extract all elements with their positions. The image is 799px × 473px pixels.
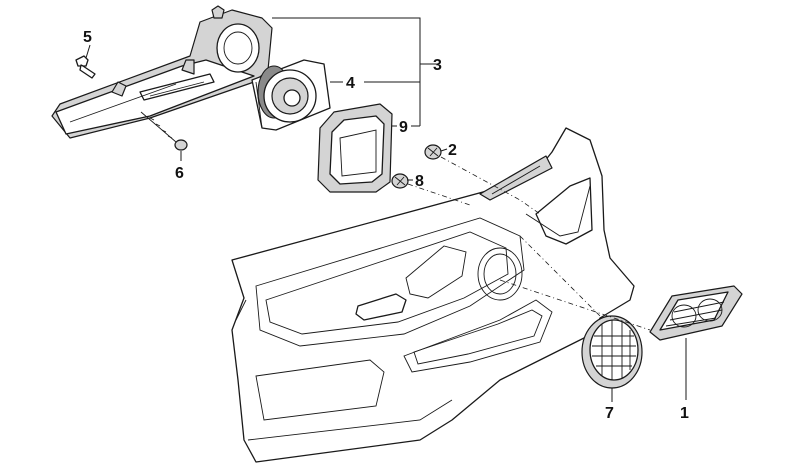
door-trim-panel [231, 127, 635, 463]
callout-3: 3 [433, 57, 442, 74]
clip [424, 144, 442, 160]
callout-2: 2 [448, 142, 457, 159]
callout-5: 5 [83, 29, 92, 46]
screw [140, 111, 188, 151]
speaker-seal-frame [317, 103, 393, 193]
tweeter-grille [649, 285, 743, 341]
callout-1: 1 [680, 405, 689, 422]
loudspeaker [251, 59, 331, 131]
callout-8: 8 [415, 173, 424, 190]
clip-small [391, 173, 409, 189]
callout-9: 9 [399, 119, 408, 136]
callout-4: 4 [346, 75, 355, 92]
leader-lines [85, 17, 687, 402]
speaker-carrier-bracket [51, 5, 273, 139]
callout-6: 6 [175, 165, 184, 182]
expanding-rivet [75, 55, 96, 79]
callout-labels: 1 2 3 4 5 6 7 8 9 [83, 29, 689, 422]
round-speaker-grille [581, 315, 643, 389]
assembly-lines [407, 156, 651, 331]
callout-7: 7 [605, 405, 614, 422]
